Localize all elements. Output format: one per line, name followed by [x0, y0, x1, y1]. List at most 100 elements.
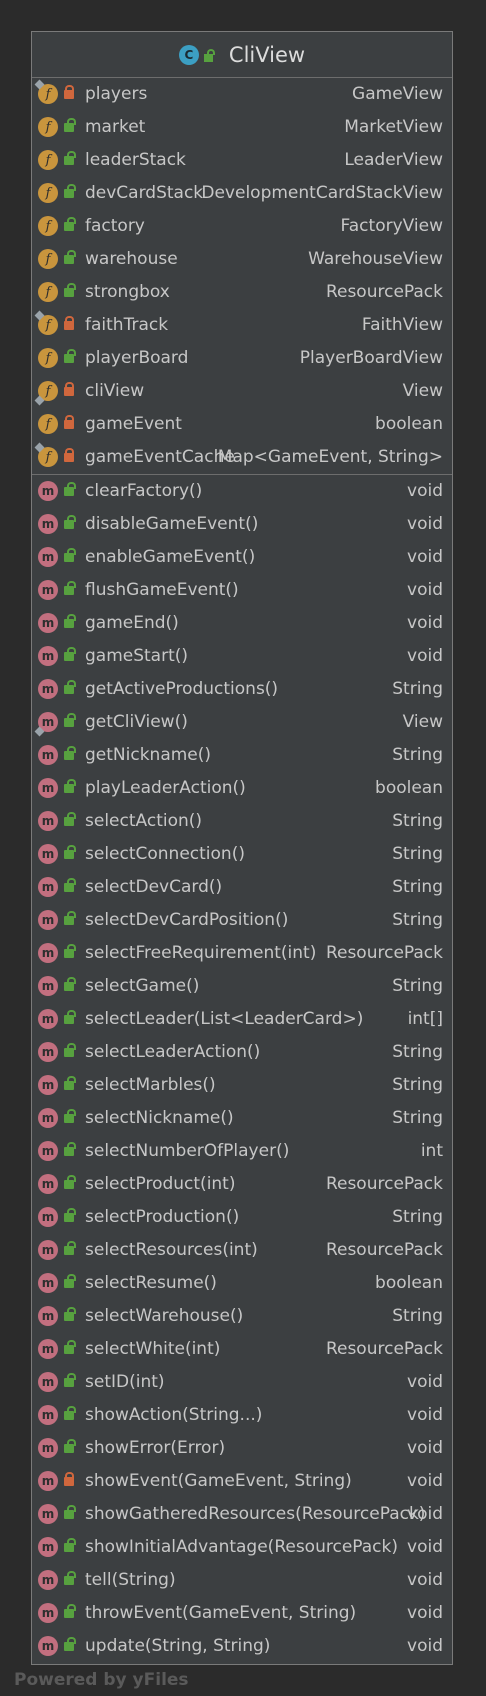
field-icon: f: [38, 249, 58, 269]
method-name: selectResources(int): [85, 1240, 258, 1260]
method-return-type: ResourcePack: [325, 943, 443, 963]
public-lock-icon: [64, 250, 76, 264]
method-return-type: void: [407, 514, 443, 534]
public-lock-icon: [64, 1010, 76, 1024]
method-return-type: void: [407, 1570, 443, 1590]
method-return-type: String: [392, 877, 443, 897]
field-icon: f: [38, 150, 58, 170]
field-name: faithTrack: [85, 315, 169, 335]
public-lock-icon: [64, 1637, 76, 1651]
method-return-type: String: [392, 976, 443, 996]
method-name: tell(String): [85, 1570, 176, 1590]
method-return-type: String: [392, 1108, 443, 1128]
public-lock-icon: [64, 1307, 76, 1321]
method-return-type: ResourcePack: [325, 1174, 443, 1194]
method-return-type: String: [392, 679, 443, 699]
method-icon: m: [38, 1339, 58, 1359]
method-icon: m: [38, 745, 58, 765]
method-icon: m: [38, 1537, 58, 1557]
public-lock-icon: [64, 944, 76, 958]
method-name: selectDevCard(): [85, 877, 223, 897]
field-name: playerBoard: [85, 348, 189, 368]
method-icon: m: [38, 1438, 58, 1458]
method-icon: m: [38, 1141, 58, 1161]
public-lock-icon: [64, 746, 76, 760]
private-lock-icon: [64, 382, 74, 396]
method-return-type: void: [407, 646, 443, 666]
public-lock-icon: [64, 845, 76, 859]
method-icon: m: [38, 1009, 58, 1029]
method-return-type: void: [407, 1405, 443, 1425]
field-name: leaderStack: [85, 150, 186, 170]
method-name: showError(Error): [85, 1438, 226, 1458]
method-icon: m: [38, 712, 58, 732]
method-name: selectConnection(): [85, 844, 245, 864]
field-name: factory: [85, 216, 145, 236]
method-return-type: void: [407, 1471, 443, 1491]
method-name: throwEvent(GameEvent, String): [85, 1603, 357, 1623]
method-return-type: void: [407, 1603, 443, 1623]
public-lock-icon: [64, 911, 76, 925]
method-icon: m: [38, 1075, 58, 1095]
public-lock-icon: [64, 1076, 76, 1090]
method-name: getCliView(): [85, 712, 188, 732]
method-icon: m: [38, 679, 58, 699]
field-type: boolean: [375, 414, 443, 434]
method-icon: m: [38, 910, 58, 930]
public-lock-icon: [64, 184, 76, 198]
public-lock-icon: [64, 647, 76, 661]
field-icon: f: [38, 183, 58, 203]
method-icon: m: [38, 1273, 58, 1293]
